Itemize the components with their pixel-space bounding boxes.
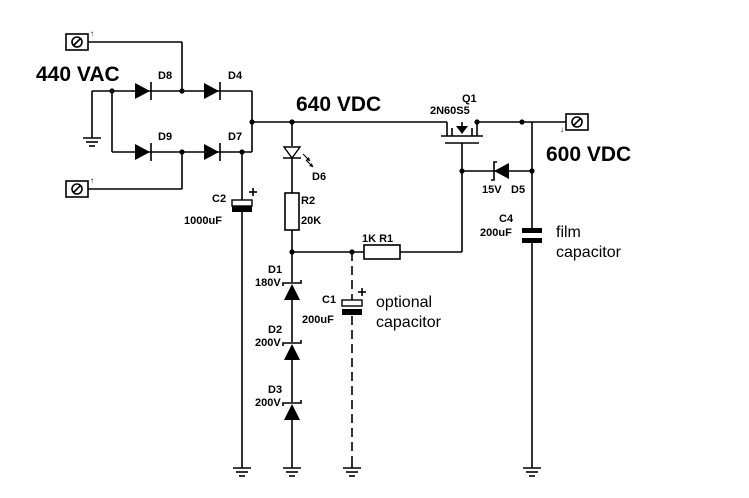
dc-bus-wiring [241,121,572,460]
d3-value-label: 200V [255,397,281,409]
svg-text:↓: ↓ [560,125,564,134]
optional-capacitor-note-line2: capacitor [376,314,442,331]
q1-ref-label: Q1 [462,93,477,105]
resistor-r2 [284,192,300,231]
zener-diode-d3 [282,400,302,420]
ground-symbol [342,459,362,477]
r2-value-label: 20K [301,215,321,227]
capacitor-c2 [231,188,257,212]
dc-output-voltage-label: 600 VDC [546,143,631,166]
dc-output-terminal [565,113,589,131]
diode-d9 [135,143,152,161]
film-capacitor-note-line1: film [556,224,581,241]
junction-dots [109,88,535,255]
svg-text:↑: ↑ [90,29,94,38]
d2-value-label: 200V [255,337,281,349]
c1-ref-label: C1 [322,294,336,306]
capacitor-c1 [341,288,366,315]
diode-d4 [204,82,221,100]
svg-text:↑: ↑ [90,176,94,185]
ac-input-terminal-top [65,33,89,51]
d9-label: D9 [158,131,172,143]
ground-symbol [232,459,252,477]
c1-value-label: 200uF [302,314,334,326]
dc-bus-voltage-label: 640 VDC [296,93,381,116]
d5-ref-label: D5 [511,184,525,196]
ground-symbol [282,459,302,477]
r1-label: 1K R1 [362,233,393,245]
d2-ref-label: D2 [268,324,282,336]
led-d6 [282,146,314,168]
c4-value-label: 200uF [480,227,512,239]
r2-ref-label: R2 [301,195,315,207]
d5-value-label: 15V [482,184,502,196]
resistor-r1 [363,244,401,260]
capacitor-c4 [522,228,542,243]
d4-label: D4 [228,70,243,82]
d1-ref-label: D1 [268,264,282,276]
film-capacitor-note-line2: capacitor [556,244,622,261]
optional-capacitor-note-line1: optional [376,294,432,311]
c2-value-label: 1000uF [184,215,222,227]
ac-input-terminal-bottom [65,180,89,198]
q1-part-label: 2N60S5 [430,105,470,117]
d7-label: D7 [228,131,242,143]
d1-value-label: 180V [255,277,281,289]
c2-ref-label: C2 [212,193,226,205]
zener-diode-d2 [282,340,302,360]
d8-label: D8 [158,70,172,82]
zener-diode-d1 [282,280,302,300]
ground-symbol [82,129,102,147]
ac-input-voltage-label: 440 VAC [36,63,120,86]
diode-d8 [135,82,152,100]
c4-ref-label: C4 [499,213,514,225]
mosfet-q1 [441,122,483,144]
zener-diode-d5 [491,161,509,181]
d3-ref-label: D3 [268,384,282,396]
d6-label: D6 [312,171,326,183]
ground-symbol [522,459,542,477]
diode-d7 [204,143,221,161]
